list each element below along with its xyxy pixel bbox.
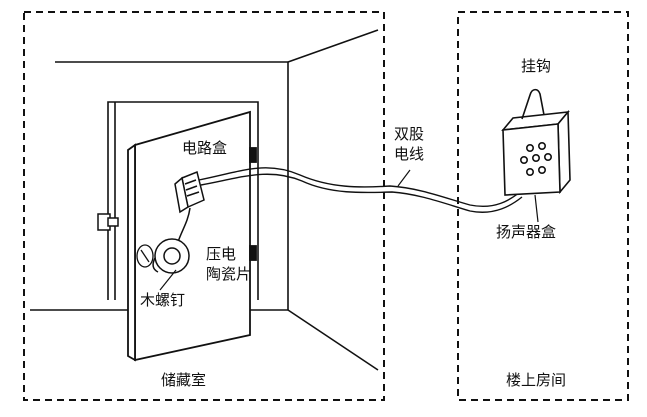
upstairs-room-boundary: [457, 11, 629, 401]
door-frame: [107, 101, 259, 300]
door-latch: [97, 213, 119, 231]
wire-box-to-piezo: [177, 207, 191, 243]
circuit-box: [174, 170, 205, 214]
twin-wire: [198, 167, 523, 213]
door: [127, 110, 257, 362]
label-piezo-ceramic-line1: 压电: [206, 245, 237, 263]
speaker-box: [501, 109, 571, 196]
wood-screw: [136, 244, 154, 268]
label-storage-room: 储藏室: [161, 371, 207, 389]
storage-room-boundary: [23, 11, 385, 401]
hook-icon: [521, 88, 545, 120]
label-piezo-ceramic-line2: 陶瓷片: [206, 265, 252, 283]
label-twin-wire-line1: 双股: [394, 125, 425, 143]
piezo-ceramic-disk: [152, 238, 190, 274]
label-circuit-box: 电路盒: [182, 139, 228, 157]
label-upstairs-room: 楼上房间: [506, 371, 567, 389]
label-hook: 挂钩: [521, 57, 552, 75]
room-walls: [30, 29, 379, 371]
leader-lines: [159, 169, 539, 291]
label-speaker-box: 扬声器盒: [496, 223, 557, 241]
label-wood-screw: 木螺钉: [140, 291, 186, 309]
label-twin-wire-line2: 电线: [394, 145, 425, 163]
